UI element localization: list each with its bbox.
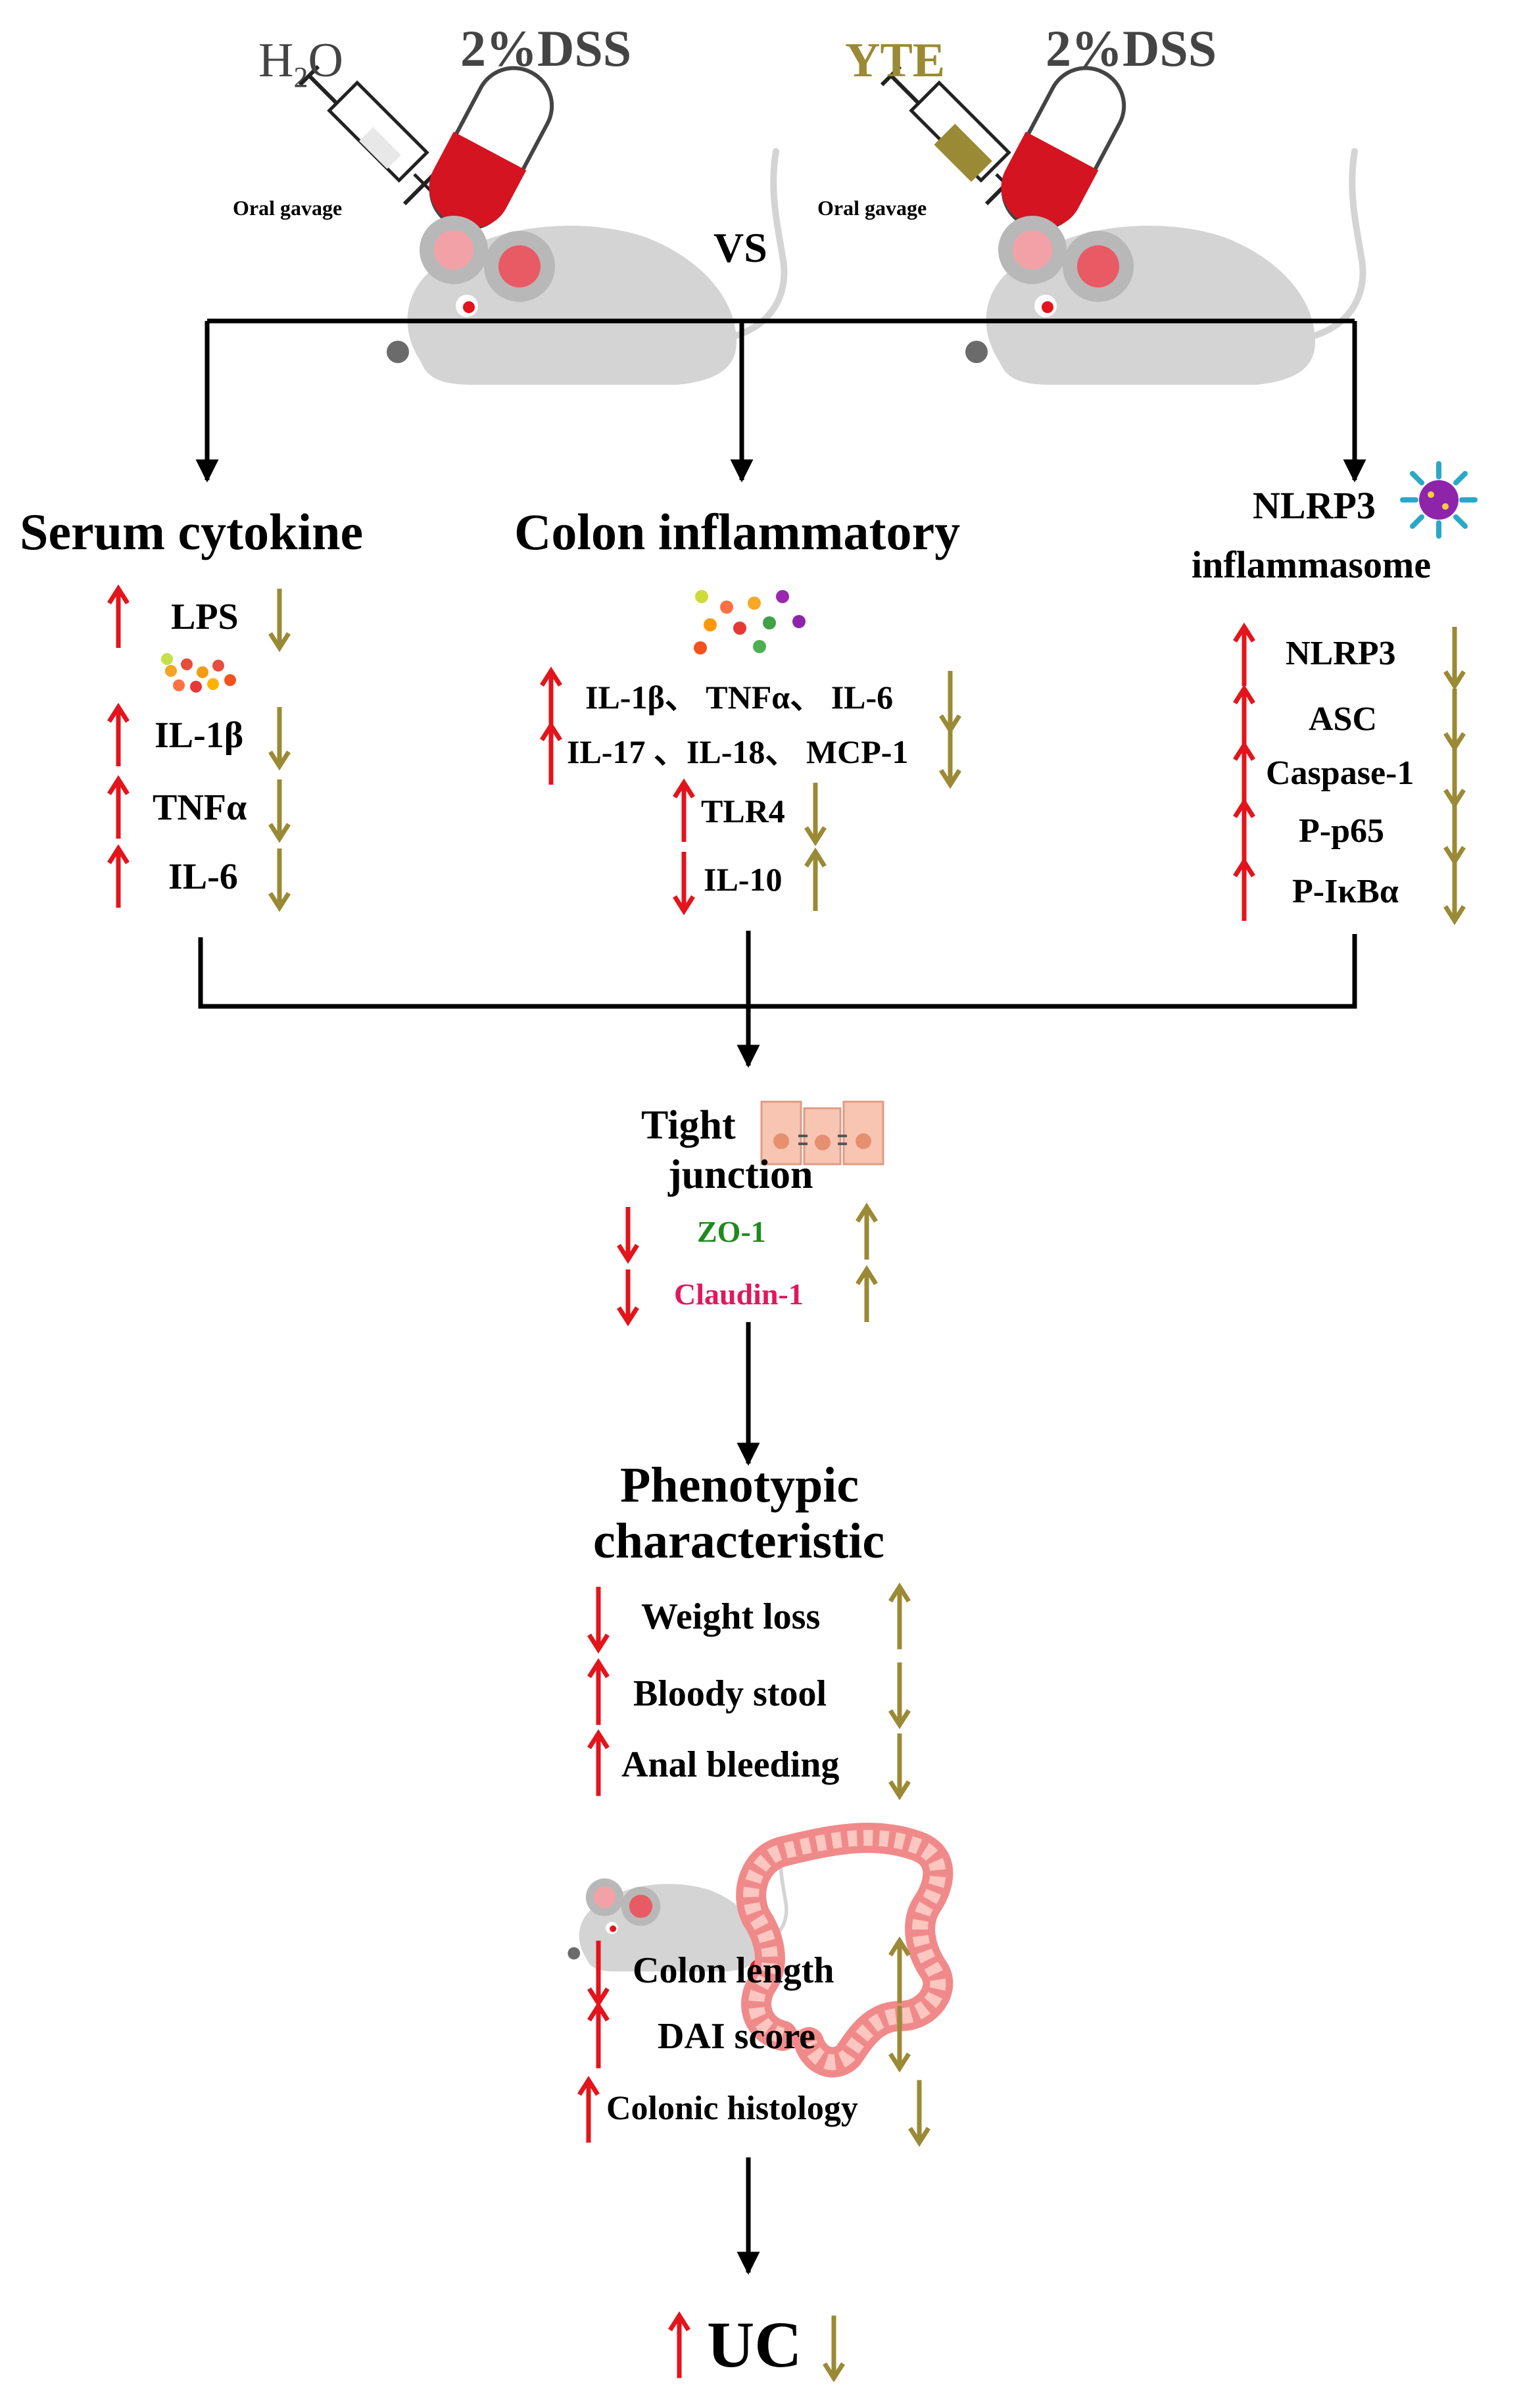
down-arrow-icon [888,2005,911,2073]
down-arrow-icon [673,852,695,916]
up-arrow-icon [540,721,562,785]
serum-item-label: LPS [171,597,239,637]
up-arrow-icon [107,702,130,766]
h2o-liquid-icon [359,127,401,169]
inflammasome-icon [1400,461,1478,539]
yte-liquid-icon [934,124,992,182]
up-arrow-icon [540,666,562,730]
up-arrow-icon [107,844,130,908]
down-arrow-icon [1443,689,1466,752]
serum-cytokine-title: Serum cytokine [20,503,364,560]
down-arrow-icon [823,2315,845,2383]
down-arrow-icon [268,589,291,652]
down-arrow-icon [908,2080,930,2148]
up-arrow-icon [888,1936,911,2003]
dss-capsule-icon [416,55,565,241]
up-arrow-icon [1233,622,1255,686]
up-arrow-icon [856,1265,878,1322]
nlrp3-item-label: ASC [1309,700,1378,738]
up-arrow-icon [1233,857,1255,921]
uc-outcome-label: UC [707,2308,802,2381]
claudin1-label: Claudin-1 [674,1277,804,1311]
phenotype-item-label: Anal bleeding [621,1744,840,1785]
zo1-label: ZO-1 [697,1215,766,1248]
down-arrow-icon [888,1662,911,1730]
header-right [882,55,1363,385]
flow-connectors [195,318,1366,2275]
up-arrow-icon [1233,684,1255,748]
down-arrow-icon [939,725,961,789]
vs-label: VS [713,224,767,271]
colon-item-label: IL-1β、 TNFα、 IL-6 [585,679,894,716]
nlrp3-title: NLRP3 [1253,484,1376,527]
nlrp3-item-label: P-IκBα [1292,873,1399,910]
phenotype-item-label: Weight loss [641,1596,821,1637]
right-oral-gavage-label: Oral gavage [817,196,927,220]
nlrp3-item-label: Caspase-1 [1266,754,1414,792]
up-arrow-icon [673,778,695,842]
down-arrow-icon [1443,862,1466,925]
serum-item-label: IL-6 [168,856,238,897]
down-arrow-icon [268,779,291,843]
down-arrow-icon [1443,802,1466,866]
down-arrow-icon [804,783,827,847]
up-arrow-icon [1233,741,1255,804]
down-arrow-icon [268,707,291,771]
colon-item-label: IL-10 [704,861,783,898]
change-arrows [107,584,1466,2383]
serum-item-label: IL-1β [155,715,244,756]
serum-item-label: TNFα [153,787,247,828]
up-arrow-icon [107,775,130,839]
nlrp3-item-label: NLRP3 [1286,635,1396,672]
up-arrow-icon [577,2075,600,2143]
tight-title: Tight [641,1103,736,1148]
left-dss-label: 2%DSS [460,20,632,77]
colon-icon [736,1823,954,2078]
up-arrow-icon [1233,798,1255,862]
down-arrow-icon [617,1269,639,1327]
header-left [300,55,784,385]
colon-inflammatory-dots-icon [694,590,806,654]
down-arrow-icon [587,1586,610,1654]
phenotype-item-label: Bloody stool [633,1673,827,1714]
colon-inflammatory-title: Colon inflammatory [514,503,961,560]
up-arrow-icon [107,584,130,648]
tight-junction-cells-icon [760,1100,884,1166]
inflammasome-title: inflammasome [1192,543,1432,586]
serum-cytokine-dots-icon [161,653,236,693]
up-arrow-icon [587,1658,610,1725]
junction-title: junction [668,1152,813,1197]
down-arrow-icon [268,848,291,912]
up-arrow-icon [587,1729,610,1796]
up-arrow-icon [856,1202,878,1260]
phenotype-item-label: Colon length [633,1950,834,1991]
characteristic-title: characteristic [593,1513,885,1569]
phenotype-item-label: Colonic histology [606,2090,858,2127]
colon-item-label: IL-17 、IL-18、 MCP-1 [567,733,909,770]
up-arrow-icon [587,2001,610,2069]
down-arrow-icon [888,1733,911,1801]
phenotypic-title: Phenotypic [620,1458,859,1513]
left-oral-gavage-label: Oral gavage [233,196,343,220]
dss-capsule-icon [988,55,1137,241]
right-dss-label: 2%DSS [1046,20,1217,77]
down-arrow-icon [1443,627,1466,691]
down-arrow-icon [1443,745,1466,809]
up-arrow-icon [888,1582,911,1650]
phenotype-item-label: DAI score [658,2016,816,2057]
down-arrow-icon [939,671,961,735]
down-arrow-icon [617,1207,639,1264]
colon-item-label: TLR4 [701,793,785,829]
up-arrow-icon [804,847,827,911]
up-arrow-icon [668,2311,690,2378]
nlrp3-item-label: P-p65 [1299,812,1384,850]
h2o-label: H2O [258,34,343,93]
yte-label: YTE [845,34,946,87]
